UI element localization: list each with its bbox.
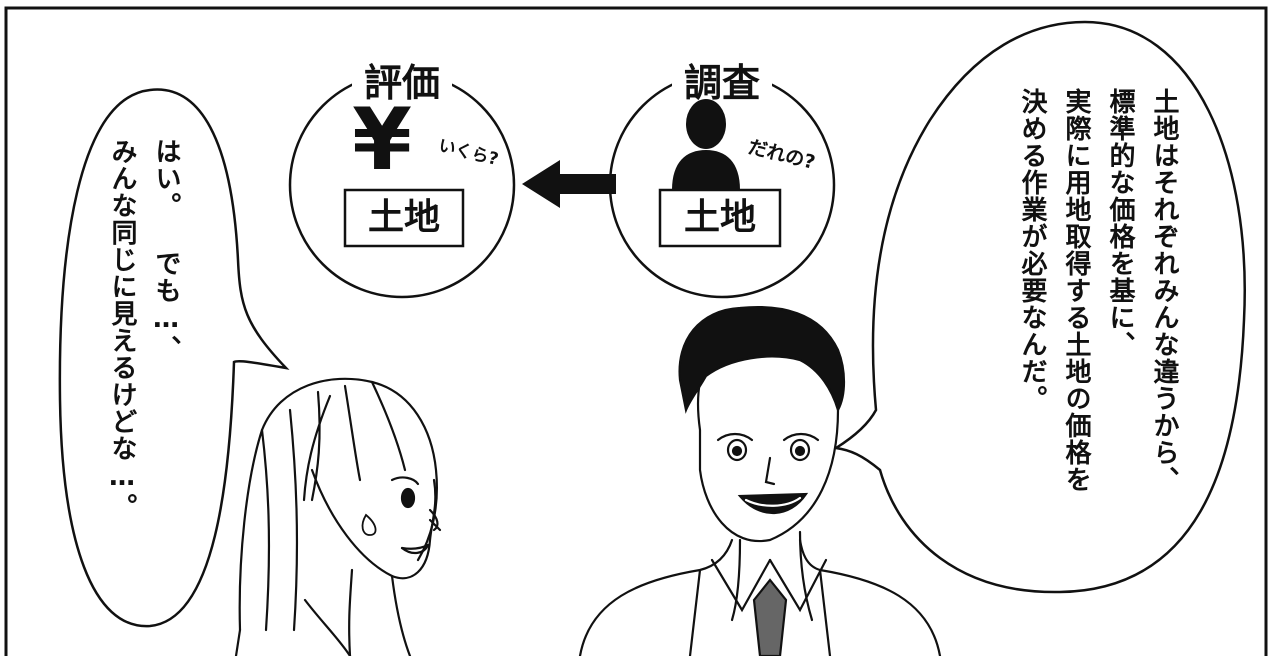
land-box-right-text: 土地 [683, 197, 756, 238]
left-bubble-text: はい。 でも…、 みんな同じに見えるけどな…。 [100, 138, 188, 578]
right-bubble-line-2: 標準的な価格を基に、 [1105, 88, 1135, 358]
arrow-left-icon [522, 160, 616, 208]
left-bubble-line-2: みんな同じに見えるけどな…。 [107, 138, 137, 520]
left-bubble-line-1: はい。 でも…、 [151, 138, 181, 362]
survey-label: 調査 [683, 61, 760, 105]
yen-symbol: ¥ [352, 90, 412, 190]
right-speech-bubble [832, 20, 1246, 594]
person-silhouette-icon [672, 99, 740, 190]
right-bubble-line-1: 土地はそれぞれみんな違うから、 [1149, 88, 1179, 493]
woman-character [234, 377, 442, 656]
man-character [578, 305, 942, 656]
land-box-right [658, 188, 782, 248]
evaluation-label-mask [352, 58, 452, 98]
left-speech-bubble [58, 88, 290, 628]
right-bubble-text: 土地はそれぞれみんな違うから、 標準的な価格を基に、 実際に用地取得する土地の価… [1010, 88, 1186, 588]
right-bubble-line-3: 実際に用地取得する土地の価格を [1061, 88, 1091, 493]
land-box-left-text: 土地 [367, 197, 440, 238]
sweat-drop-icon [361, 513, 377, 536]
right-bubble-line-4: 決める作業が必要なんだ。 [1017, 88, 1047, 412]
survey-label-mask [672, 58, 772, 98]
land-box-left [343, 188, 465, 248]
evaluation-label: 評価 [363, 61, 440, 105]
